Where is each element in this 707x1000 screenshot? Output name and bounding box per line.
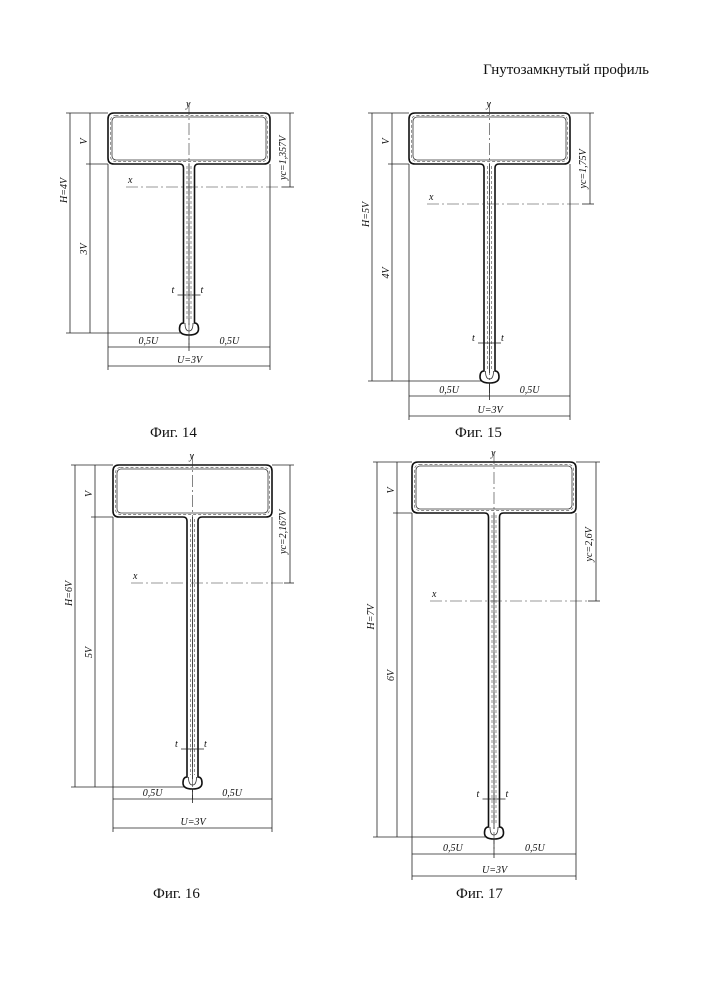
half-width-label-left: 0,5U	[139, 336, 160, 347]
flange-height-label: V	[386, 486, 397, 494]
web-height-label: 6V	[386, 668, 397, 681]
half-width-label-right: 0,5U	[220, 336, 241, 347]
half-width-label-left: 0,5U	[439, 385, 460, 396]
half-width-label-right: 0,5U	[525, 843, 546, 854]
figure-14: y x H=4V V 3V yc=1,357V t t 0,5U 0,5U U=3V Фиг. 14	[59, 99, 294, 441]
thickness-label-left: t	[477, 789, 480, 800]
yc-label: yc=2,167V	[278, 508, 289, 555]
width-label: U=3V	[482, 865, 509, 876]
thickness-label-left: t	[172, 285, 175, 296]
h-label: H=5V	[361, 200, 372, 228]
thickness-label-right: t	[501, 333, 504, 344]
yc-label: yc=1,75V	[578, 147, 589, 189]
width-label: U=3V	[478, 405, 505, 416]
figure-16: y xH=6V V 5V yc=2,167V t t 0,5U 0,5U U=3V Фиг. 16	[64, 451, 294, 902]
thickness-label-right: t	[506, 789, 509, 800]
half-width-label-left: 0,5U	[443, 843, 464, 854]
width-label: U=3V	[181, 817, 208, 828]
y-axis-label: y	[185, 99, 191, 110]
figure-caption: Фиг. 15	[455, 425, 502, 441]
y-axis-label: y	[490, 448, 496, 459]
width-label: U=3V	[177, 355, 204, 366]
thickness-label-right: t	[204, 739, 207, 750]
yc-label: yc=2,6V	[584, 525, 595, 562]
y-axis-label: y	[189, 451, 195, 462]
half-width-label-right: 0,5U	[520, 385, 541, 396]
y-axis-label: y	[486, 99, 492, 110]
h-label: H=4V	[59, 176, 70, 204]
x-axis-label: x	[431, 589, 437, 600]
figure-15: y xH=5V V 4V yc=1,75V t t 0,5U 0,5U U=3V Фиг. 15	[361, 99, 594, 441]
yc-label: yc=1,357V	[278, 134, 289, 181]
web-height-label: 4V	[381, 266, 392, 279]
x-axis-label: x	[132, 571, 138, 582]
x-axis-label: x	[428, 192, 434, 203]
thickness-label-left: t	[175, 739, 178, 750]
half-width-label-right: 0,5U	[222, 788, 243, 799]
thickness-label-left: t	[472, 333, 475, 344]
figure-caption: Фиг. 17	[456, 886, 503, 902]
h-label: H=6V	[64, 579, 75, 607]
h-label: H=7V	[366, 603, 377, 631]
flange-height-label: V	[84, 489, 95, 497]
figure-caption: Фиг. 14	[150, 425, 197, 441]
figure-17: y xH=7V V 6V yc=2,6V t t 0,5U 0,5U U=3V Фиг. 17	[366, 448, 600, 902]
flange-height-label: V	[79, 137, 90, 145]
web-height-label: 3V	[79, 242, 90, 256]
x-axis-label: x	[127, 175, 133, 186]
thickness-label-right: t	[201, 285, 204, 296]
half-width-label-left: 0,5U	[143, 788, 164, 799]
figure-caption: Фиг. 16	[153, 886, 200, 902]
flange-height-label: V	[381, 137, 392, 145]
web-height-label: 5V	[84, 645, 95, 658]
